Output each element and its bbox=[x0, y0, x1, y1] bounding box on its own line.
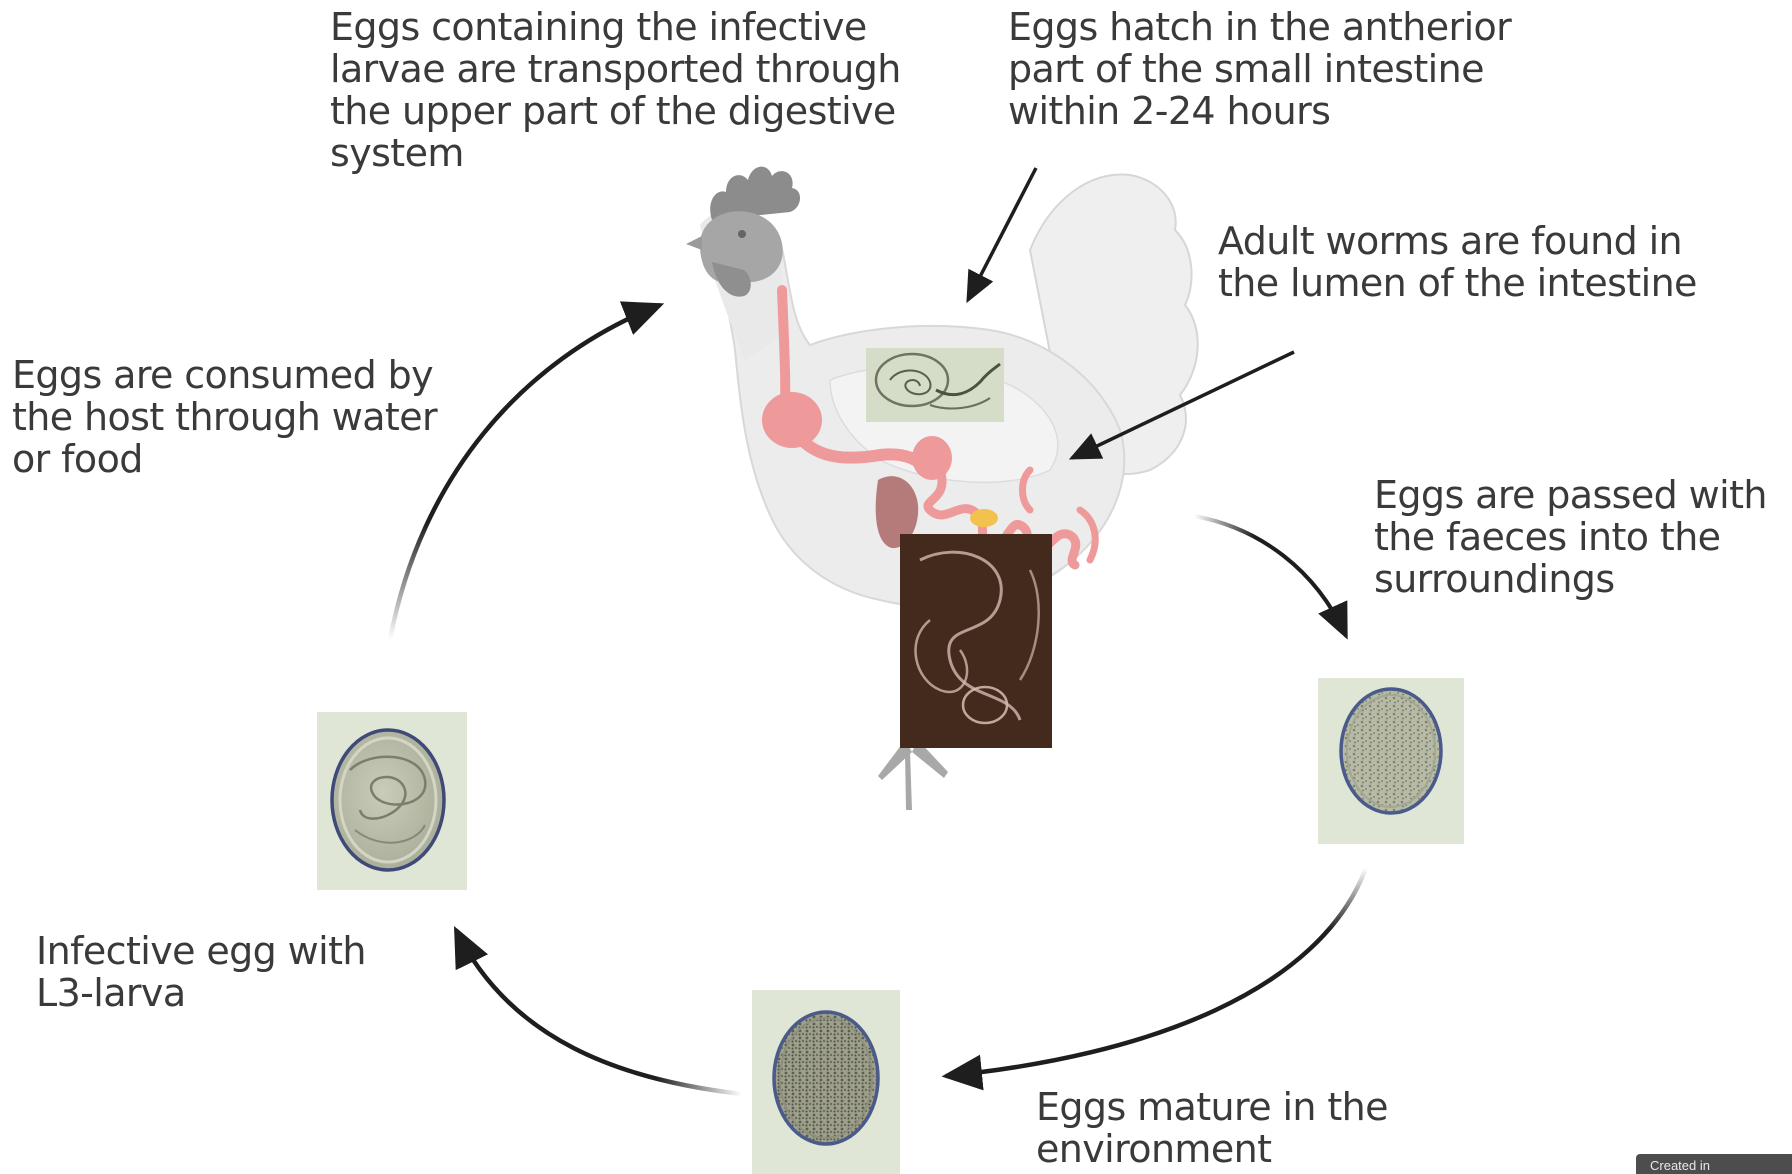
label-line: L3-larva bbox=[36, 972, 366, 1014]
label-line: Eggs hatch in the antherior bbox=[1008, 6, 1511, 48]
label-line: surroundings bbox=[1374, 558, 1767, 600]
label-line: the lumen of the intestine bbox=[1218, 262, 1697, 304]
created-in-badge: Created in bbox=[1636, 1154, 1792, 1174]
label-line: Eggs mature in the bbox=[1036, 1086, 1388, 1128]
hen-eye bbox=[738, 230, 746, 238]
label-eggs-consumed: Eggs are consumed by the host through wa… bbox=[12, 354, 437, 480]
label-infective-egg: Infective egg with L3-larva bbox=[36, 930, 366, 1014]
label-eggs-hatch: Eggs hatch in the antherior part of the … bbox=[1008, 6, 1511, 132]
label-line: Adult worms are found in bbox=[1218, 220, 1697, 262]
label-line: Eggs are consumed by bbox=[12, 354, 437, 396]
arrow-hatch bbox=[968, 168, 1036, 300]
label-adult-worms: Adult worms are found in the lumen of th… bbox=[1218, 220, 1697, 304]
label-line: the upper part of the digestive bbox=[330, 90, 901, 132]
label-line: Eggs are passed with bbox=[1374, 474, 1767, 516]
label-line: within 2-24 hours bbox=[1008, 90, 1511, 132]
label-line: larvae are transported through bbox=[330, 48, 901, 90]
egg-micrograph-infective bbox=[317, 712, 467, 890]
label-line: part of the small intestine bbox=[1008, 48, 1511, 90]
label-line: or food bbox=[12, 438, 437, 480]
arrow-passed bbox=[1194, 516, 1346, 636]
label-line: Infective egg with bbox=[36, 930, 366, 972]
label-eggs-passed: Eggs are passed with the faeces into the… bbox=[1374, 474, 1767, 600]
hen-beak bbox=[686, 236, 702, 250]
label-line: the faeces into the bbox=[1374, 516, 1767, 558]
egg-micrograph-passed bbox=[1318, 678, 1464, 844]
label-line: the host through water bbox=[12, 396, 437, 438]
label-eggs-mature: Eggs mature in the environment bbox=[1036, 1086, 1388, 1170]
arrow-infective bbox=[456, 930, 742, 1094]
gallbladder-icon bbox=[970, 509, 998, 527]
label-line: Eggs containing the infective bbox=[330, 6, 901, 48]
hen-comb bbox=[710, 167, 800, 220]
label-line: system bbox=[330, 132, 901, 174]
egg-micrograph-maturing bbox=[752, 990, 900, 1174]
label-line: environment bbox=[1036, 1128, 1388, 1170]
adult-worm-photo bbox=[900, 534, 1052, 748]
label-eggs-transported: Eggs containing the infective larvae are… bbox=[330, 6, 901, 174]
larva-hatch-micrograph bbox=[866, 348, 1004, 422]
arrow-mature bbox=[946, 868, 1366, 1076]
